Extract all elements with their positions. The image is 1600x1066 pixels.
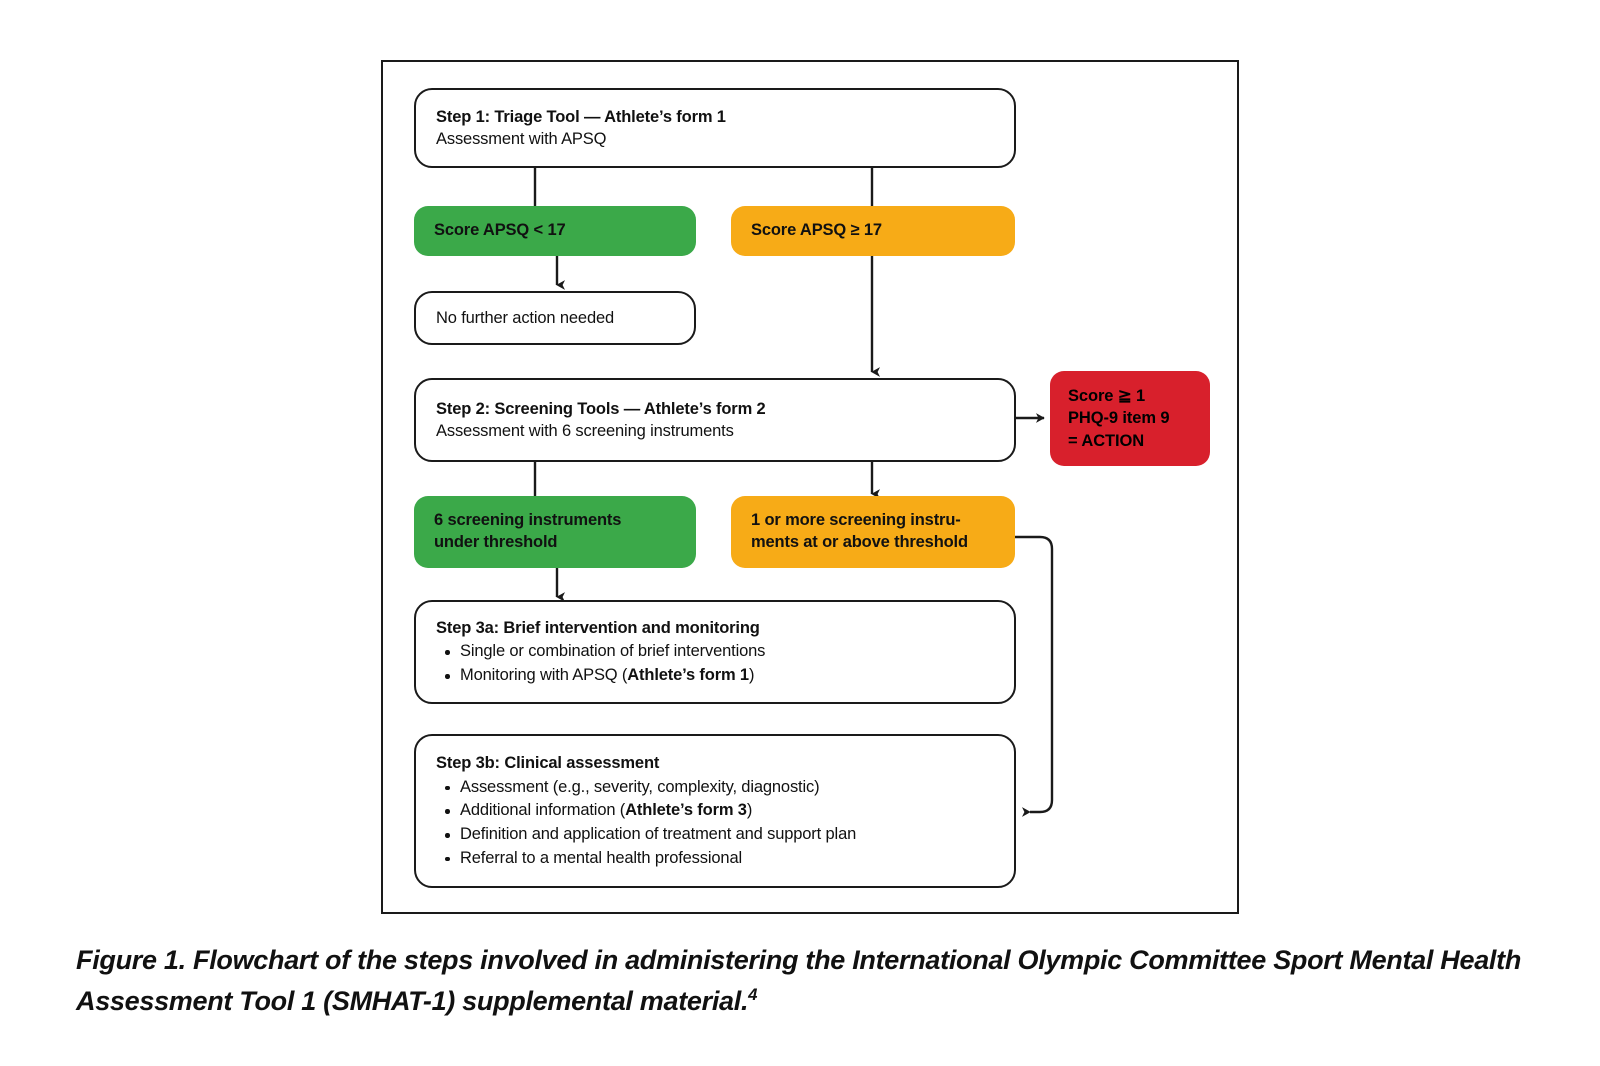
under-threshold-line-2: under threshold bbox=[434, 533, 558, 551]
no-further-action-label: No further action needed bbox=[436, 308, 615, 327]
list-item: Monitoring with APSQ (Athlete’s form 1) bbox=[436, 665, 994, 687]
node-at-or-above-threshold[interactable]: 1 or more screening instru- ments at or … bbox=[731, 496, 1015, 568]
step2-subtitle: Assessment with 6 screening instruments bbox=[436, 422, 734, 440]
node-score-apsq-low[interactable]: Score APSQ < 17 bbox=[414, 206, 696, 256]
step1-title: Step 1: Triage Tool — Athlete’s form 1 bbox=[436, 107, 726, 126]
phq9-action-line-1: Score ≧ 1 bbox=[1068, 386, 1146, 405]
under-threshold-line-1: 6 screening instruments bbox=[434, 511, 622, 530]
list-item: Referral to a mental health professional bbox=[436, 848, 994, 870]
node-step1[interactable]: Step 1: Triage Tool — Athlete’s form 1 A… bbox=[414, 88, 1016, 168]
score-apsq-high-label: Score APSQ ≥ 17 bbox=[751, 221, 882, 240]
node-step3a[interactable]: Step 3a: Brief intervention and monitori… bbox=[414, 600, 1016, 704]
node-no-further-action[interactable]: No further action needed bbox=[414, 291, 696, 345]
list-item: Assessment (e.g., severity, complexity, … bbox=[436, 777, 994, 799]
bullet-bold: Athlete’s form 1 bbox=[627, 666, 749, 685]
node-score-apsq-high[interactable]: Score APSQ ≥ 17 bbox=[731, 206, 1015, 256]
node-step3b[interactable]: Step 3b: Clinical assessment Assessment … bbox=[414, 734, 1016, 888]
figure-caption-reference: 4 bbox=[748, 985, 758, 1005]
list-item: Single or combination of brief intervent… bbox=[436, 641, 994, 663]
node-phq9-action[interactable]: Score ≧ 1 PHQ-9 item 9 = ACTION bbox=[1050, 371, 1210, 466]
step3a-title: Step 3a: Brief intervention and monitori… bbox=[436, 619, 760, 638]
bullet-suffix: ) bbox=[748, 666, 755, 685]
step1-subtitle: Assessment with APSQ bbox=[436, 130, 607, 148]
score-apsq-low-label: Score APSQ < 17 bbox=[434, 221, 566, 240]
step2-title: Step 2: Screening Tools — Athlete’s form… bbox=[436, 399, 766, 418]
bullet-prefix: Additional information ( bbox=[460, 801, 626, 820]
node-under-threshold[interactable]: 6 screening instruments under threshold bbox=[414, 496, 696, 568]
step3a-bullet-list: Single or combination of brief intervent… bbox=[436, 641, 994, 687]
phq9-action-line-3: = ACTION bbox=[1068, 431, 1145, 450]
node-step2[interactable]: Step 2: Screening Tools — Athlete’s form… bbox=[414, 378, 1016, 462]
step3b-title: Step 3b: Clinical assessment bbox=[436, 754, 660, 773]
bullet-bold: Athlete’s form 3 bbox=[625, 801, 747, 820]
bullet-prefix: Monitoring with APSQ ( bbox=[460, 666, 628, 685]
list-item: Additional information (Athlete’s form 3… bbox=[436, 800, 994, 822]
list-item: Definition and application of treatment … bbox=[436, 824, 994, 846]
at-or-above-threshold-line-2: ments at or above threshold bbox=[751, 533, 968, 551]
bullet-suffix: ) bbox=[746, 801, 753, 820]
step3b-bullet-list: Assessment (e.g., severity, complexity, … bbox=[436, 777, 994, 870]
at-or-above-threshold-line-1: 1 or more screening instru- bbox=[751, 511, 961, 530]
figure-caption: Figure 1. Flowchart of the steps involve… bbox=[76, 940, 1526, 1022]
phq9-action-line-2: PHQ-9 item 9 bbox=[1068, 409, 1170, 428]
figure-caption-text: Figure 1. Flowchart of the steps involve… bbox=[76, 945, 1522, 1017]
